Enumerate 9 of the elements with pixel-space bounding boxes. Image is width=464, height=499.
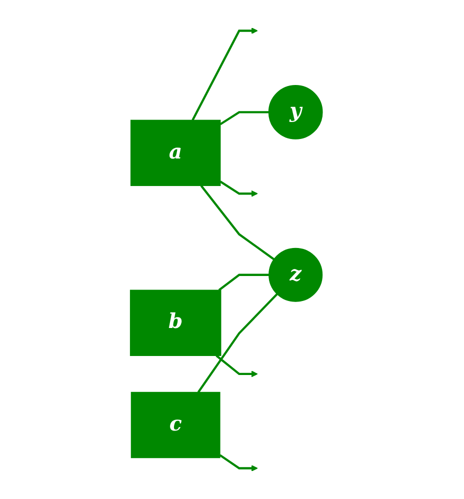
node-circle: y [268, 84, 323, 140]
arrow [219, 454, 258, 472]
arrow [220, 180, 258, 197]
arrow [216, 354, 258, 378]
arrow [192, 28, 258, 121]
node-box: c [130, 392, 220, 458]
node-box: a [130, 120, 221, 186]
node-box: b [130, 290, 222, 356]
node-circle: z [268, 248, 323, 302]
